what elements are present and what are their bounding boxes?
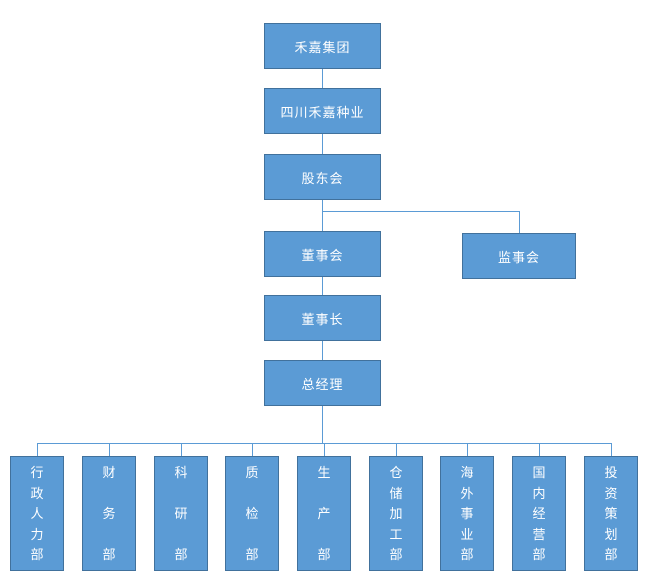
node-dept-admin-hr: 行政人力部: [10, 456, 64, 571]
connector-line: [252, 443, 253, 456]
node-label: 质检部: [245, 465, 259, 562]
node-general-manager: 总经理: [264, 360, 381, 406]
node-label: 董事长: [301, 311, 344, 327]
node-label: 总经理: [301, 376, 344, 392]
node-label: 海外事业部: [460, 465, 474, 562]
node-dept-production: 生产部: [297, 456, 351, 571]
node-dept-warehouse-processing: 仓储加工部: [369, 456, 423, 571]
connector-line: [181, 443, 182, 456]
connector-line: [467, 443, 468, 456]
connector-line: [322, 277, 323, 295]
node-dept-finance: 财务部: [82, 456, 136, 571]
node-label: 科研部: [174, 465, 188, 562]
node-dept-research: 科研部: [154, 456, 208, 571]
node-dept-investment-planning: 投资策划部: [584, 456, 638, 571]
connector-line: [396, 443, 397, 456]
connector-line: [322, 341, 323, 360]
node-label: 财务部: [102, 465, 116, 562]
node-label: 股东会: [301, 170, 344, 186]
node-hejia-group: 禾嘉集团: [264, 23, 381, 69]
connector-line: [611, 443, 612, 456]
node-label: 国内经营部: [532, 465, 546, 562]
node-sichuan-hejia-seed: 四川禾嘉种业: [264, 88, 381, 134]
node-supervisory-board: 监事会: [462, 233, 576, 279]
connector-line: [322, 211, 519, 212]
connector-line: [519, 211, 520, 233]
node-label: 监事会: [497, 249, 540, 265]
connector-line: [539, 443, 540, 456]
node-shareholders-meeting: 股东会: [264, 154, 381, 200]
node-label: 投资策划部: [604, 465, 618, 562]
connector-line: [37, 443, 38, 456]
node-dept-domestic-operations: 国内经营部: [512, 456, 566, 571]
connector-line: [324, 443, 325, 456]
connector-line: [322, 406, 323, 443]
connector-line: [322, 134, 323, 154]
node-label: 行政人力部: [30, 465, 44, 562]
node-dept-quality-inspection: 质检部: [225, 456, 279, 571]
node-label: 仓储加工部: [389, 465, 403, 562]
node-label: 四川禾嘉种业: [280, 104, 365, 120]
node-label: 禾嘉集团: [294, 39, 351, 55]
connector-line: [109, 443, 110, 456]
node-chairman: 董事长: [264, 295, 381, 341]
node-dept-overseas-business: 海外事业部: [440, 456, 494, 571]
connector-line: [322, 69, 323, 88]
node-board-of-directors: 董事会: [264, 231, 381, 277]
connector-line: [322, 200, 323, 231]
node-label: 董事会: [301, 247, 344, 263]
node-label: 生产部: [317, 465, 331, 562]
